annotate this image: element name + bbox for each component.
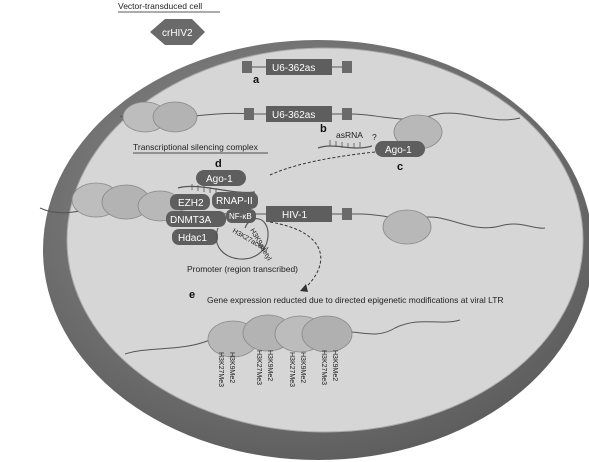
panel-a-letter: a [253,74,260,86]
hiv1-gene-box [266,206,332,222]
panel-b-gene-label: U6-362as [272,110,315,121]
hiv1-right-marker [342,208,352,220]
protein-ezh2 [170,194,210,210]
panel-b-left-marker [244,108,254,120]
panel-b-letter: b [320,123,327,135]
panel-a-gene-label: U6-362as [272,63,315,74]
panel-d-ago-pill [196,170,246,186]
methyl-mark-8: H3K9Me2 [331,350,338,381]
panel-c-letter: c [397,161,403,173]
panel-c-ago-label: Ago-1 [385,145,412,156]
panel-e-caption: Gene expression reducted due to directed… [207,295,504,305]
panel-e-nucleosome-4 [301,315,353,353]
cell-label: Vector-transduced cell [118,1,202,11]
panel-d-nucleosome-right [382,209,432,245]
arrow-c-to-d [269,151,376,176]
methyl-mark-4: H3K9Me2 [266,350,273,381]
panel-b-nucleosome-2 [152,101,198,133]
panel-c-ago-pill [375,141,425,157]
protein-ezh2-label: EZH2 [178,198,204,209]
nucleus [66,47,584,433]
panel-d-ago-label: Ago-1 [206,174,233,185]
panel-e-letter: e [189,289,195,301]
arrow-d-to-e-head [300,284,308,292]
protein-hdac1 [172,229,218,245]
protein-dnmt3a [166,211,226,227]
virus-label: crHIV2 [162,28,193,39]
arrow-d-to-e [269,221,322,289]
complex-title: Transcriptional silencing complex [133,142,259,152]
methyl-mark-6: H3K9Me2 [299,352,306,383]
panel-b-right-marker [342,108,352,120]
panel-d-letter: d [215,158,222,170]
protein-nfkb-label: NF-κB [229,212,252,221]
hiv1-gene-label: HIV-1 [282,210,307,221]
panel-a-gene-box [266,59,332,75]
panel-a-right-marker [342,61,352,73]
virus-hexagon [150,19,205,45]
asrna-ticks [329,140,361,148]
promoter-label: Promoter (region transcribed) [187,264,298,274]
protein-hdac1-label: Hdac1 [178,233,207,244]
protein-nfkb [226,209,256,223]
promoter-loop [215,218,269,260]
panel-b-gene-box [266,106,332,122]
protein-dnmt3a-label: DNMT3A [170,215,211,226]
methyl-mark-1: H3K27Me3 [217,352,224,387]
methyl-mark-7: H3K27Me3 [320,350,327,385]
panel-b-unknown-mark: ? [372,132,377,142]
asrna-strand [317,145,373,149]
protein-rnap2 [212,192,258,209]
panel-b-asrna-label: asRNA [336,130,363,140]
methyl-mark-3: H3K27Me3 [255,350,262,385]
protein-rnap2-label: RNAP-II [216,196,253,207]
panel-a-left-marker [242,61,252,73]
methyl-mark-5: H3K27Me3 [288,352,295,387]
methyl-mark-2: H3K9Me2 [228,352,235,383]
